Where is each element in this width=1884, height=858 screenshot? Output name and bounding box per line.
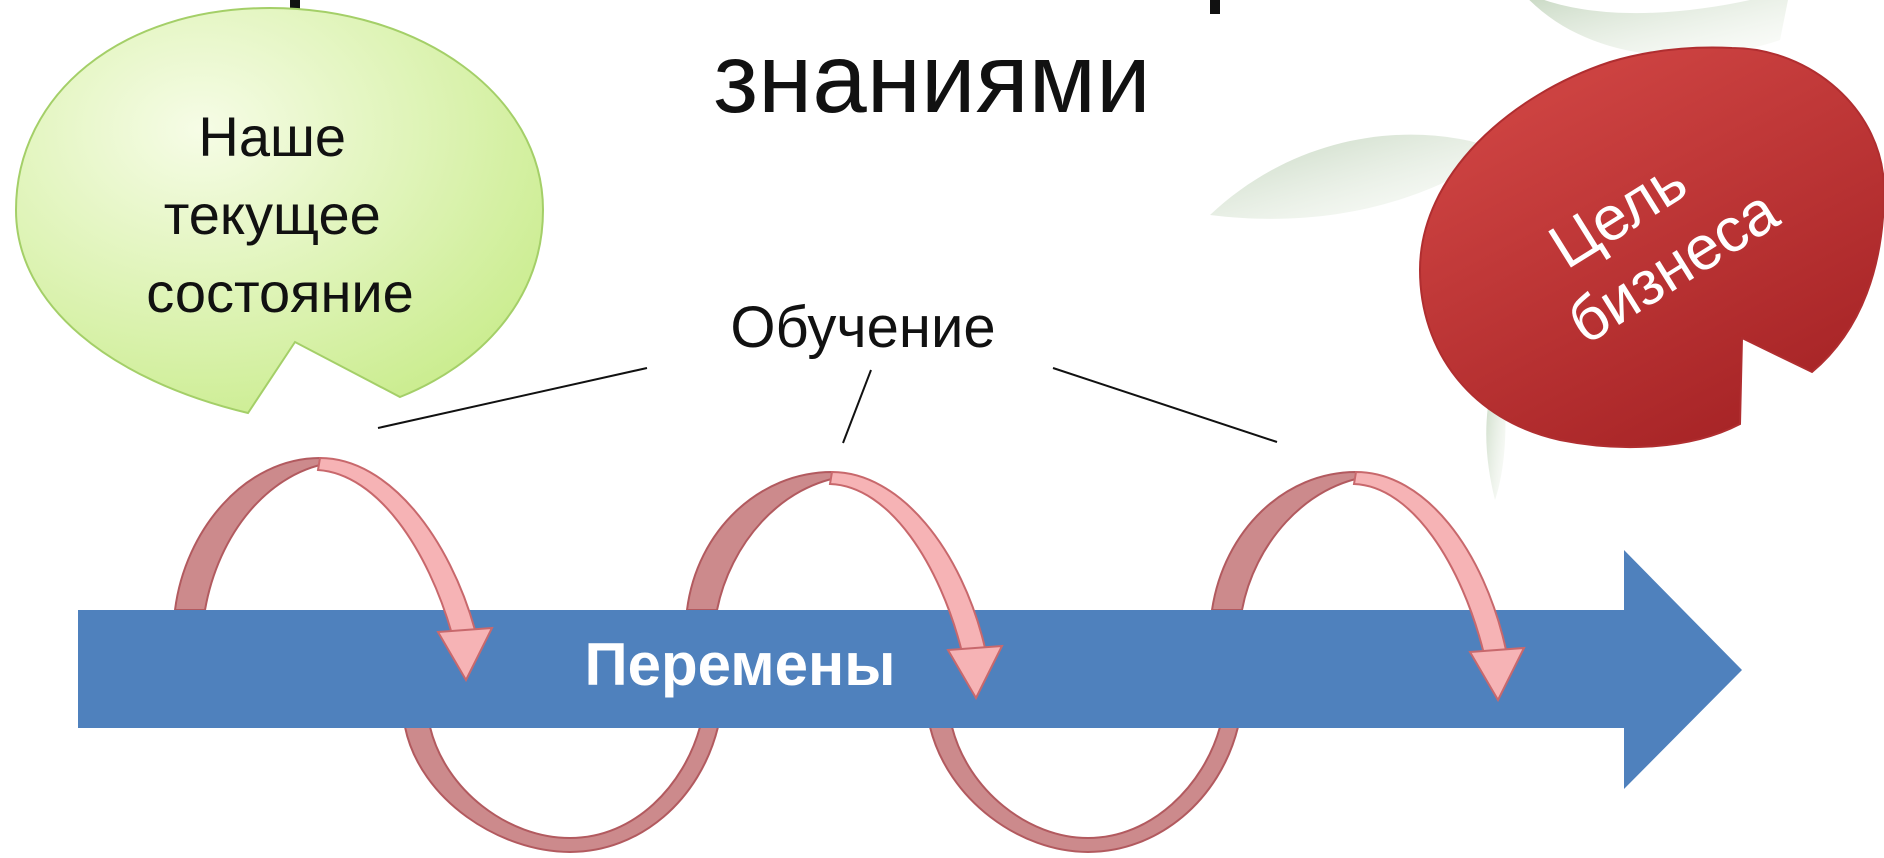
leaf-middle: [1210, 134, 1500, 219]
loop-3-arrowhead: [1468, 646, 1526, 703]
loop-2-arrowhead: [946, 644, 1004, 701]
title-cropped-line: [290, 0, 1220, 14]
current-state-line-1: Наше: [198, 105, 346, 168]
learning-connector-right: [1052, 367, 1278, 443]
learning-label: Обучение: [730, 295, 995, 360]
current-state-bubble: [14, 6, 545, 415]
current-state-label: Наше текущее состояние: [146, 105, 414, 324]
slide-title: знаниями: [713, 23, 1151, 133]
learning-connector-left: [377, 367, 648, 429]
current-state-line-2: текущее: [164, 183, 381, 246]
loop-1-arrowhead: [436, 626, 494, 683]
loop-3-front: [1352, 470, 1526, 703]
learning-connector-middle: [842, 369, 872, 444]
leaf-top: [1529, 0, 1788, 56]
loop-2-front: [828, 470, 1004, 701]
loop-1-front: [316, 456, 494, 683]
current-state-line-3: состояние: [146, 261, 414, 324]
change-arrow: [78, 550, 1742, 789]
loop-3-back: [1210, 470, 1373, 611]
change-arrow-label: Перемены: [585, 631, 896, 698]
